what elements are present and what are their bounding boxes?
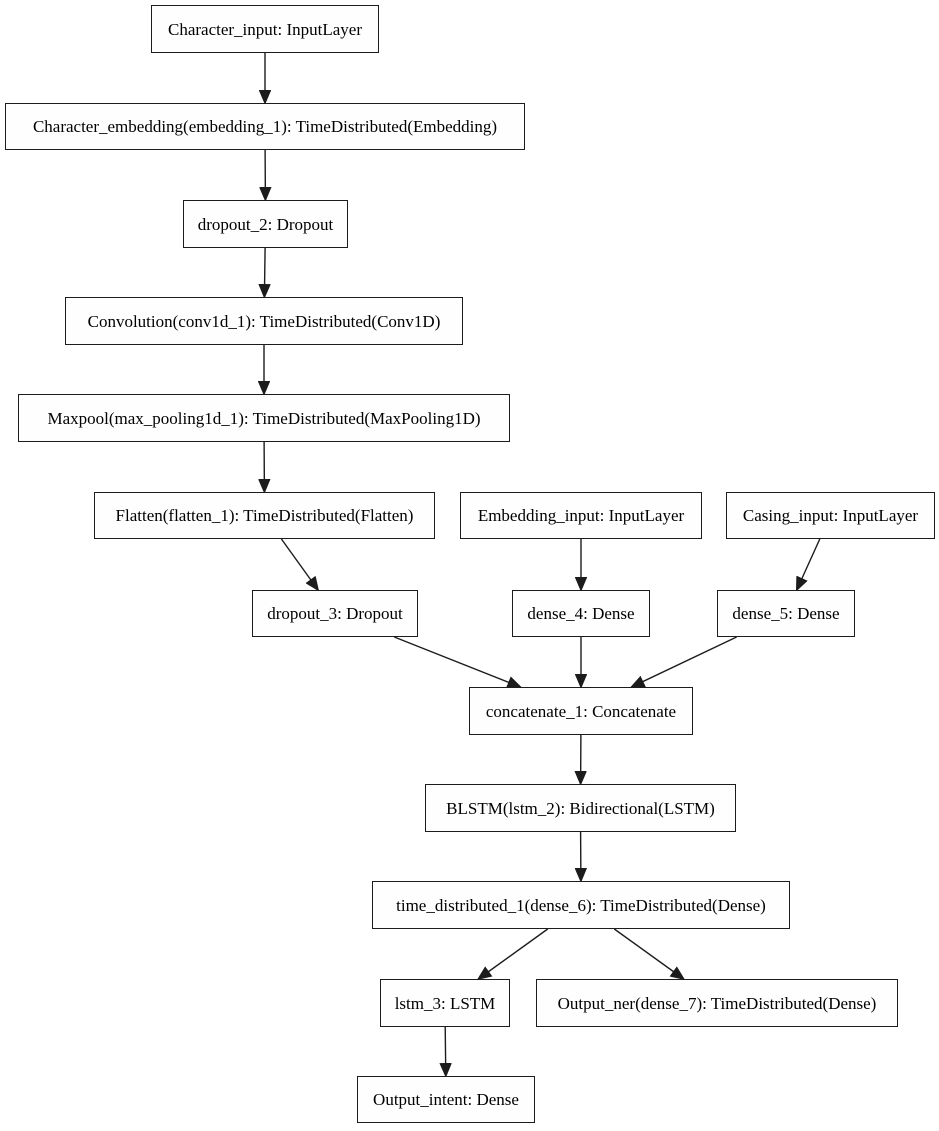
- node-casing-input: Casing_input: InputLayer: [726, 492, 935, 539]
- node-label: Embedding_input: InputLayer: [477, 506, 685, 525]
- node-label: Output_intent: Dense: [373, 1090, 519, 1109]
- edge-dropout_2-to-convolution: [264, 247, 265, 297]
- node-label: BLSTM(lstm_2): Bidirectional(LSTM): [446, 798, 715, 818]
- edge-lstm_3-to-output_intent: [445, 1026, 446, 1076]
- edge-time_distributed_1-to-output_ner: [613, 928, 683, 979]
- node-concatenate-1: concatenate_1: Concatenate: [469, 687, 693, 735]
- node-dense-5: dense_5: Dense: [717, 590, 855, 637]
- node-label: concatenate_1: Concatenate: [485, 701, 677, 721]
- node-lstm-3: lstm_3: LSTM: [380, 979, 510, 1027]
- node-time-distributed-1: time_distributed_1(dense_6): TimeDistrib…: [372, 881, 790, 929]
- node-label: dense_4: Dense: [527, 604, 635, 623]
- node-label: Maxpool(max_pooling1d_1): TimeDistribute…: [47, 408, 481, 428]
- node-label: dropout_3: Dropout: [267, 604, 403, 623]
- node-dense-4: dense_4: Dense: [512, 590, 650, 637]
- node-blstm: BLSTM(lstm_2): Bidirectional(LSTM): [425, 784, 736, 832]
- node-label: dense_5: Dense: [732, 604, 840, 623]
- node-maxpool: Maxpool(max_pooling1d_1): TimeDistribute…: [18, 394, 510, 442]
- node-label: Character_input: InputLayer: [167, 19, 362, 39]
- node-label: time_distributed_1(dense_6): TimeDistrib…: [396, 895, 766, 915]
- node-label: Output_ner(dense_7): TimeDistributed(Den…: [557, 993, 877, 1013]
- node-flatten: Flatten(flatten_1): TimeDistributed(Flat…: [94, 492, 435, 539]
- edge-time_distributed_1-to-lstm_3: [478, 928, 549, 979]
- node-character-embedding: Character_embedding(embedding_1): TimeDi…: [5, 103, 525, 150]
- node-label: lstm_3: LSTM: [394, 993, 496, 1013]
- node-label: Casing_input: InputLayer: [742, 506, 919, 525]
- node-output-intent: Output_intent: Dense: [357, 1076, 535, 1123]
- node-label: Character_embedding(embedding_1): TimeDi…: [32, 117, 498, 136]
- node-output-ner: Output_ner(dense_7): TimeDistributed(Den…: [536, 979, 898, 1027]
- node-label: dropout_2: Dropout: [197, 214, 334, 234]
- node-character-input: Character_input: InputLayer: [151, 5, 379, 53]
- edge-flatten-to-dropout_3: [280, 538, 318, 590]
- edge-dropout_3-to-concatenate_1: [394, 636, 520, 687]
- node-convolution: Convolution(conv1d_1): TimeDistributed(C…: [65, 297, 463, 345]
- node-dropout-3: dropout_3: Dropout: [252, 590, 418, 637]
- node-label: Convolution(conv1d_1): TimeDistributed(C…: [87, 311, 441, 331]
- node-dropout-2: dropout_2: Dropout: [183, 200, 348, 248]
- edge-casing_input-to-dense_5: [797, 538, 821, 590]
- node-embedding-input: Embedding_input: InputLayer: [460, 492, 702, 539]
- node-label: Flatten(flatten_1): TimeDistributed(Flat…: [115, 506, 414, 525]
- edge-dense_5-to-concatenate_1: [632, 636, 737, 687]
